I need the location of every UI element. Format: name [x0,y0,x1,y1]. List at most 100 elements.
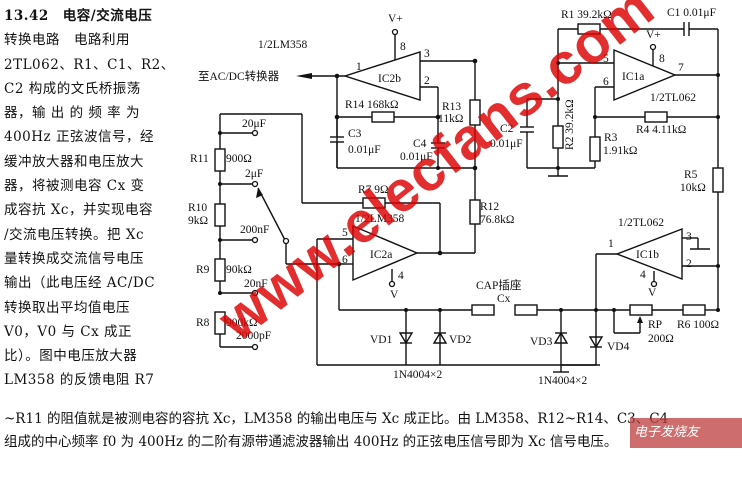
ic1a-opamp: IC1a 1/2TL062 5 6 7 8 V+ [603,29,696,104]
text-line: LM358 的反馈电阻 R7 [4,372,155,389]
resistor-r7 [362,197,386,209]
pin-label: 8 [400,41,406,53]
range-label-20uf: 20μF [242,118,266,130]
vplus-terminal [391,28,399,36]
r5-label: R5 [684,169,698,181]
vd3-label: VD3 [530,336,553,348]
figure-title: 13.42 电容/交流电压 [4,8,153,24]
cx-label: Cx [497,293,511,305]
v-label: V [648,287,657,299]
range-terminal-20nf[interactable] [251,289,259,297]
r3-label: R3 [604,132,618,144]
vd1-label: VD1 [370,334,393,346]
circuit-schematic: IC2b 1/2LM358 3 2 1 8 V+ 至AC/DC转换器 R14 1… [188,7,724,387]
diode-pair-label-2: 1N4004×2 [538,375,588,387]
diode-vd2 [432,331,448,344]
range-terminal-20uf[interactable] [251,129,259,137]
site-logo: 电子发烧友 elecfans.com [630,418,742,470]
range-terminal-200nf[interactable] [251,236,259,244]
switch-arrow-icon [256,188,263,198]
text-line: 组成的中心频率 f0 为 400Hz 的二阶有源带通滤波器输出 400Hz 的正… [4,434,618,450]
r4-label: R4 4.11kΩ [636,124,686,136]
ic2b-label: IC2b [378,73,401,85]
c4-value: 0.01μF [400,151,433,163]
description-bottom-text: ~R11 的阻值就是被测电容的容抗 Xc，LM358 的输出电压与 Xc 成正比… [4,408,742,454]
pin-label: 3 [686,231,692,243]
pin-label: 2 [686,258,692,270]
cap-socket-label: CAP插座 [476,278,521,292]
vd4-label: VD4 [607,341,630,353]
r9-label: R9 [196,264,210,276]
text-line: 成容抗 Xc，并实现电容 [4,202,153,219]
text-line: 缓冲放大器和电压放大 [4,153,144,170]
text-line: 400Hz 正弦波信号，经 [4,129,154,146]
range-label-20nf: 20nF [244,278,268,290]
pin-label: 1 [356,61,362,73]
text-line: V0，V0 与 Cx 成正 [4,323,132,340]
resistor-r5 [712,167,724,193]
pin-label: 1 [608,238,614,250]
r12-label: R12 [480,201,499,213]
r9-value: 90kΩ [226,264,252,276]
range-label-2000pf: 2000pF [236,330,271,342]
ic2a-part-label: 1/2LM358 [355,213,404,225]
resistor-r10 [214,203,226,227]
c3-label: C3 [348,128,362,140]
cap-socket-pin-left[interactable] [471,304,495,316]
r13-label: R13 [442,101,461,113]
text-line: 2TL062、R1、C1、R2、 [4,56,175,73]
resistor-r14 [371,111,395,123]
rp-value: 200Ω [648,333,674,345]
rp-label: RP [648,319,662,331]
range-label-200nf: 200nF [240,224,269,236]
text-line: 器，输 出 的 频 率 为 [4,105,140,122]
ic2a-opamp: IC2a 1/2LM358 5 6 4 V [342,213,419,301]
r10-label: R10 [188,202,207,214]
vplus-label: V+ [388,13,403,25]
text-line: /交流电压转换。把 Xc [4,226,145,243]
output-arrow-icon [296,73,312,79]
ic2a-label: IC2a [370,249,392,261]
resistor-r11 [214,148,226,172]
text-line: 量转换成交流信号电压 [4,250,144,267]
v-label: V [390,289,399,301]
cap-socket-pin-right[interactable] [514,304,538,316]
resistor-r2 [552,125,564,149]
c2-value: 0.01μF [490,138,523,150]
diode-vd3 [553,331,569,344]
ic2b-part-label: 1/2LM358 [258,39,307,51]
c4-label: C4 [413,138,427,150]
ic1b-label: IC1b [636,249,659,261]
range-label-2uf: 2μF [245,168,263,180]
resistor-r8 [214,311,226,335]
resistor-r3 [589,136,601,162]
r8-value: 900kΩ [226,317,258,329]
r6-label: R6 100Ω [677,319,719,331]
pin-label: 6 [342,254,348,266]
r11-value: 900Ω [226,153,252,165]
r1-label: R1 39.2kΩ [561,9,612,21]
r7-label: R7 9Ω [358,184,389,196]
pin-label: 5 [603,53,609,65]
ic1a-label: IC1a [622,71,644,83]
range-switch-wiper[interactable] [257,187,286,241]
ic2b-opamp: IC2b 1/2LM358 3 2 1 8 V+ 至AC/DC转换器 [198,13,475,117]
r13-value: 11kΩ [438,113,463,125]
pin-label: 4 [398,270,404,282]
r14-label: R14 168kΩ [345,99,399,111]
range-terminal-2uf[interactable] [251,180,259,188]
ac-dc-output-label: 至AC/DC转换器 [198,69,280,83]
resistor-r13 [469,99,481,126]
description-side-text: 13.42 电容/交流电压 转换电路 电路利用 2TL062、R1、C1、R2、… [4,4,204,393]
c3-value: 0.01μF [348,144,381,156]
text-line: 比）。图中电压放大器 [4,348,138,365]
pin-label: 2 [424,75,430,87]
ic1b-part-label: 1/2TL062 [618,217,664,229]
r2-label: R2 39.2kΩ [564,99,576,150]
potentiometer-rp[interactable] [629,304,653,316]
resistor-r9 [214,258,226,282]
vd2-label: VD2 [449,334,472,346]
resistor-r4 [644,111,668,123]
diode-vd4 [588,336,604,349]
range-terminal-2000pf[interactable] [251,343,259,351]
